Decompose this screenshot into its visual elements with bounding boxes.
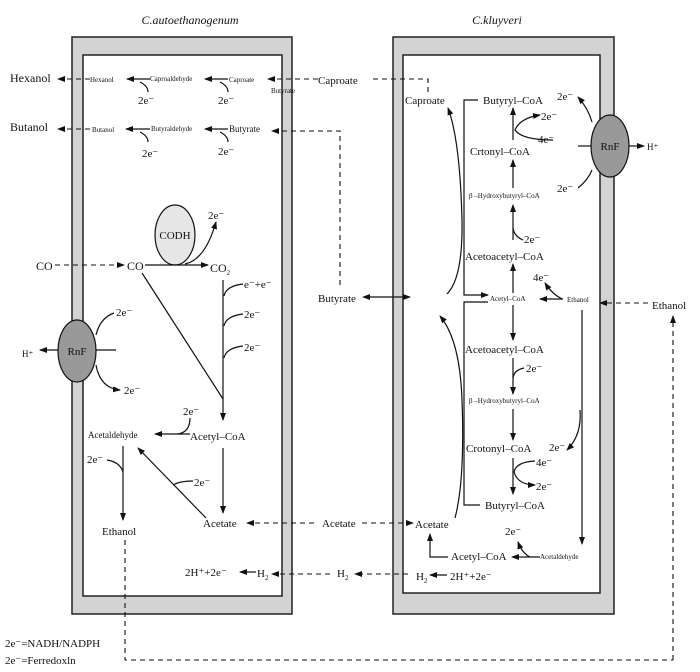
crotonyl-coa: Crotonyl–CoA bbox=[466, 443, 531, 455]
ethanol-middle-right: Ethanol bbox=[652, 300, 686, 312]
butyrate-small-label: Butyrate bbox=[271, 87, 295, 95]
butyryl-coa-top: Butyryl–CoA bbox=[483, 95, 543, 107]
electron-label: 2e⁻ bbox=[124, 385, 140, 397]
legend-ferredoxin: 2e⁻=Ferredoxln bbox=[5, 655, 76, 667]
butyrate-middle: Butyrate bbox=[318, 293, 356, 305]
electron-label: 2e⁻ bbox=[541, 111, 557, 123]
hydroxybutyryl-coa-top: β –Hydroxybutyryl–CoA bbox=[469, 192, 540, 200]
ethanol-left: Ethanol bbox=[102, 526, 136, 538]
codh-label: CODH bbox=[159, 230, 190, 242]
h2-left: H2 bbox=[257, 568, 269, 582]
acetate-right: Acetate bbox=[415, 519, 449, 531]
h2-products-left: 2H⁺+2e⁻ bbox=[185, 567, 227, 579]
electron-label: 4e⁻ bbox=[538, 134, 554, 146]
acetyl-coa-center: Acetyl–CoA bbox=[490, 295, 525, 303]
h2-right: H2 bbox=[416, 571, 428, 585]
caproate-middle: Caproate bbox=[318, 75, 358, 87]
acetyl-coa-bottom: Acetyl–CoA bbox=[451, 551, 507, 563]
electron-label: 2e⁻ bbox=[183, 406, 199, 418]
acetoacetyl-coa-bottom: Acetoacetyl–CoA bbox=[465, 344, 544, 356]
acetaldehyde-right: Acetaldehyde bbox=[540, 553, 578, 561]
electron-label: 2e⁻ bbox=[536, 481, 552, 493]
butanol-external: Butanol bbox=[10, 120, 49, 134]
electron-label: 2e⁻ bbox=[505, 526, 521, 538]
h2-middle: H2 bbox=[337, 568, 349, 582]
electron-label: 2e⁻ bbox=[557, 91, 573, 103]
right-cell bbox=[392, 36, 615, 615]
electron-label: 2e⁻ bbox=[557, 183, 573, 195]
electron-label: 2e⁻ bbox=[218, 95, 234, 107]
caproate-internal: Caproate bbox=[229, 76, 254, 84]
electron-label: 2e⁻ bbox=[244, 342, 260, 354]
electron-label: 2e⁻ bbox=[549, 442, 565, 454]
electron-pair-label: e⁻+e⁻ bbox=[244, 279, 272, 291]
electron-label: 2e⁻ bbox=[524, 234, 540, 246]
electron-label: 2e⁻ bbox=[116, 307, 132, 319]
proton-label: H⁺ bbox=[647, 142, 658, 152]
electron-label: 2e⁻ bbox=[87, 454, 103, 466]
electron-label: 2e⁻ bbox=[526, 363, 542, 375]
legend-nadh: 2e⁻=NADH/NADPH bbox=[5, 638, 100, 650]
rnf-label: RnF bbox=[68, 346, 87, 358]
electron-label: 2e⁻ bbox=[208, 210, 224, 222]
caproaldehyde: Caproaldehyde bbox=[150, 75, 192, 83]
hexanol-internal: Hexanol bbox=[90, 76, 114, 84]
co2-label: CO2 bbox=[210, 261, 231, 277]
electron-label: 2e⁻ bbox=[244, 309, 260, 321]
hydroxybutyryl-coa-bottom: β –Hydroxybutyryl–CoA bbox=[469, 397, 540, 405]
hexanol-external: Hexanol bbox=[10, 71, 51, 85]
ethanol-right: Ethanol bbox=[567, 296, 589, 304]
butyraldehyde: Butyraldehyde bbox=[151, 125, 192, 133]
right-cell-interior bbox=[402, 54, 601, 594]
electron-label: 4e⁻ bbox=[536, 457, 552, 469]
butanol-internal: Butanol bbox=[92, 126, 114, 134]
electron-label: 2e⁻ bbox=[194, 477, 210, 489]
crtonyl-coa: Crtonyl–CoA bbox=[470, 146, 530, 158]
h2-products-right: 2H⁺+2e⁻ bbox=[450, 571, 492, 583]
right-organism-title: C.kluyveri bbox=[472, 13, 522, 27]
left-cell-interior bbox=[82, 54, 283, 597]
left-cell bbox=[71, 36, 293, 615]
electron-label: 4e⁻ bbox=[533, 272, 549, 284]
acetate-left: Acetate bbox=[203, 518, 237, 530]
acetaldehyde-left: Acetaldehyde bbox=[88, 430, 137, 440]
electron-label: 2e⁻ bbox=[138, 95, 154, 107]
butyryl-coa-bottom: Butyryl–CoA bbox=[485, 500, 545, 512]
acetate-middle: Acetate bbox=[322, 518, 356, 530]
rnf-label: RnF bbox=[601, 141, 620, 153]
acetyl-coa-left: Acetyl–CoA bbox=[190, 431, 246, 443]
caproate-right: Caproate bbox=[405, 95, 445, 107]
proton-label: H⁺ bbox=[22, 349, 33, 359]
left-organism-title: C.autoethanogenum bbox=[142, 13, 239, 27]
co-external: CO bbox=[36, 259, 53, 273]
electron-label: 2e⁻ bbox=[218, 146, 234, 158]
rnf-complex-left bbox=[57, 319, 97, 383]
co-internal: CO bbox=[127, 259, 144, 273]
acetoacetyl-coa-top: Acetoacetyl–CoA bbox=[465, 251, 544, 263]
butyrate-internal: Butyrate bbox=[229, 124, 260, 134]
electron-label: 2e⁻ bbox=[142, 148, 158, 160]
